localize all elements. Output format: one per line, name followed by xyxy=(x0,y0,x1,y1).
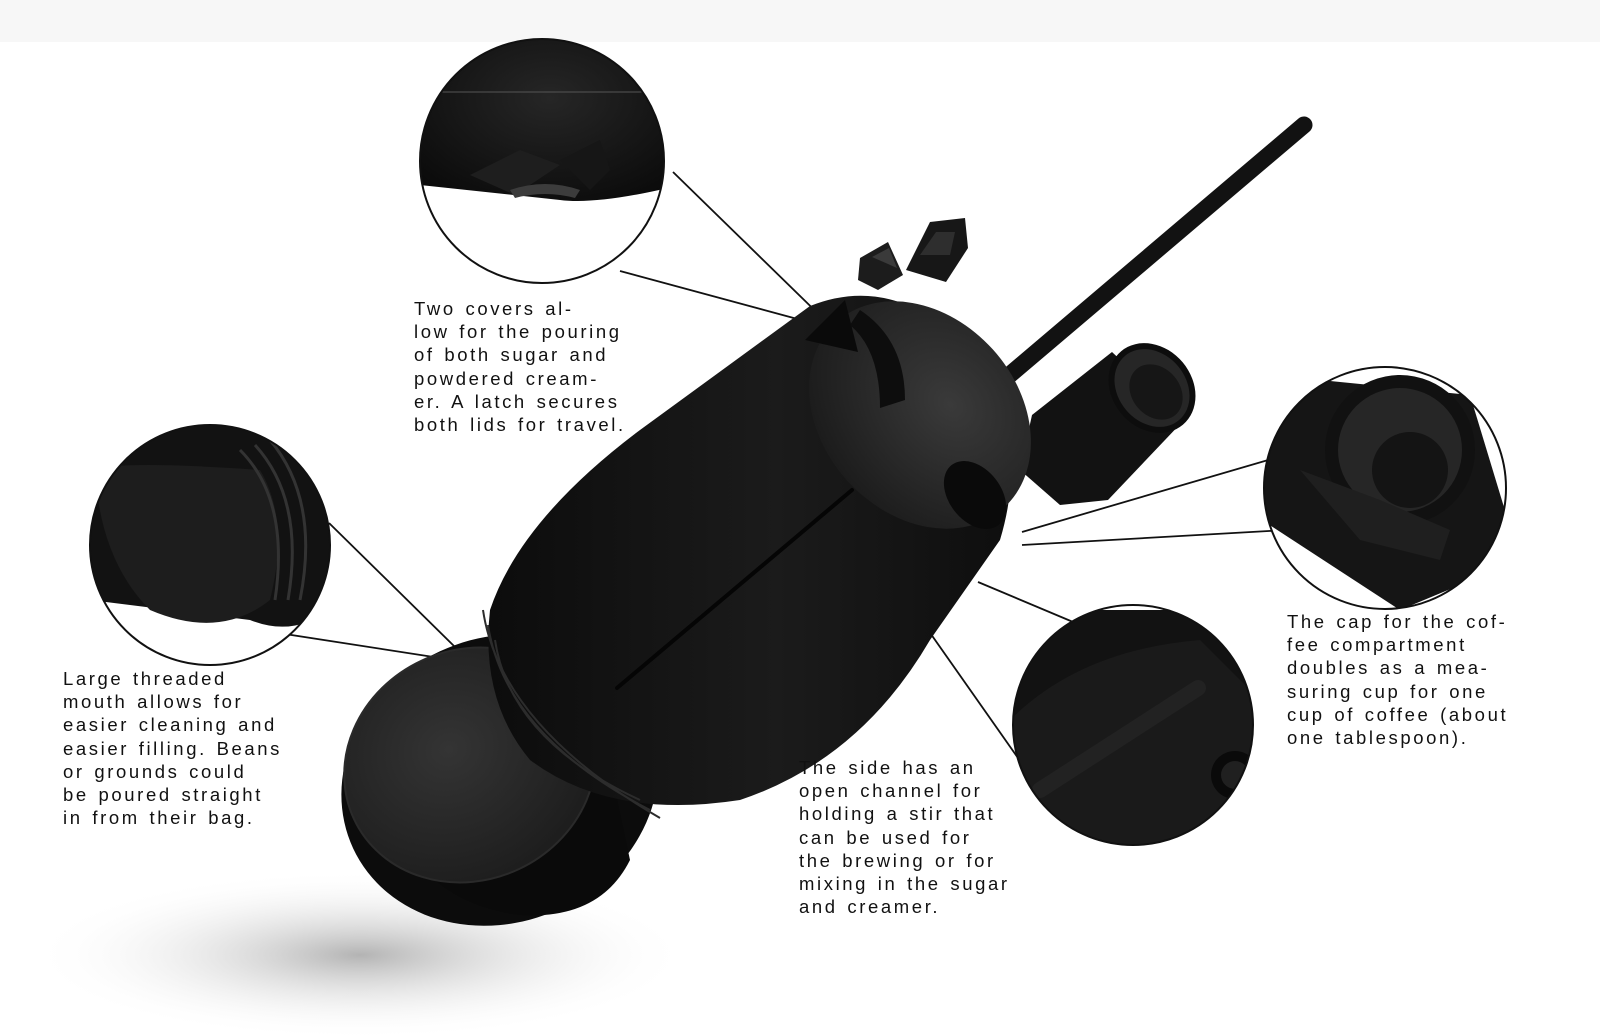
callout-side-line: The side has an xyxy=(799,757,976,778)
callout-mouth-line: or grounds could xyxy=(63,760,247,782)
callout-side-line: open channel for xyxy=(799,780,983,802)
callout-covers-line: of both sugar and xyxy=(414,344,609,366)
callout-cap-line: suring cup for one xyxy=(1287,680,1488,702)
callout-cap-line: cup of coffee (about xyxy=(1287,703,1509,725)
zoom-circle-cup xyxy=(1263,366,1507,610)
callout-mouth-line: Large threaded xyxy=(63,668,227,689)
top-band xyxy=(0,0,1600,42)
zoom-circle-channel xyxy=(1012,604,1254,846)
callout-cap-line: doubles as a mea- xyxy=(1287,657,1490,679)
small-covers xyxy=(858,218,968,290)
callout-covers-line: Two covers al- xyxy=(414,298,574,319)
callout-cap-line: The cap for the cof- xyxy=(1287,611,1508,632)
callout-covers-line: both lids for travel. xyxy=(414,414,626,436)
callout-cap-line: fee compartment xyxy=(1287,634,1467,656)
callout-mouth-line: easier cleaning and xyxy=(63,714,277,736)
callout-side-line: the brewing or for xyxy=(799,849,996,871)
zoom-circle-mouth xyxy=(89,424,331,666)
callout-side-line: and creamer. xyxy=(799,896,941,918)
callout-side-line: holding a stir that xyxy=(799,803,996,825)
zoom-circle-covers xyxy=(419,38,665,284)
callout-covers-line: er. A latch secures xyxy=(414,390,620,412)
callout-mouth-line: in from their bag. xyxy=(63,807,255,829)
main-container xyxy=(482,295,1031,819)
callout-cap-line: one tablespoon). xyxy=(1287,727,1469,749)
bottom-cap xyxy=(341,634,659,926)
callout-side-line: can be used for xyxy=(799,826,972,848)
callout-mouth-line: mouth allows for xyxy=(63,691,244,713)
callout-mouth-line: be poured straight xyxy=(63,784,263,806)
callout-covers-line: powdered cream- xyxy=(414,367,599,389)
callout-covers-line: low for the pouring xyxy=(414,321,622,343)
callout-side-line: mixing in the sugar xyxy=(799,873,1010,895)
callout-mouth-line: easier filling. Beans xyxy=(63,737,283,759)
stir-stick xyxy=(997,116,1313,387)
measuring-cap xyxy=(1020,343,1196,505)
